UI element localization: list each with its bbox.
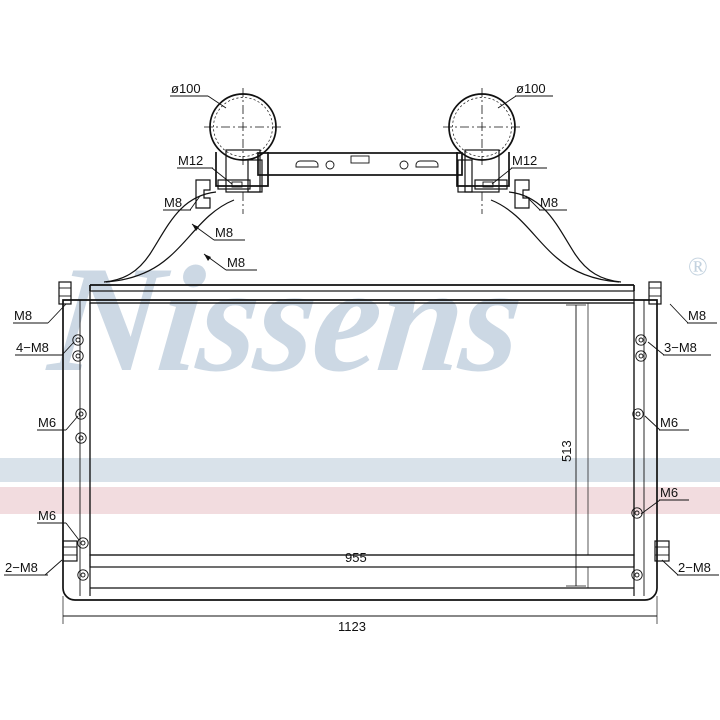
label-left-bracket-inner: M8 (227, 255, 245, 270)
right-port-assembly (443, 88, 662, 305)
label-right-side-m6-upper: M6 (660, 415, 678, 430)
label-right-port-thread: M12 (512, 153, 537, 168)
label-right-side-top: M8 (688, 308, 706, 323)
left-mount-bolts (62, 334, 89, 581)
label-left-side-m6-upper: M6 (38, 415, 56, 430)
dimension-lines (62, 304, 658, 624)
label-left-side-bottom: 2−M8 (5, 560, 38, 575)
label-underlines (4, 95, 719, 576)
label-core-width: 955 (345, 550, 367, 565)
label-left-port-thread: M12 (178, 153, 203, 168)
label-right-side-group-3: 3−M8 (664, 340, 697, 355)
label-overall-width: 1123 (338, 619, 366, 634)
label-center-left-hose: M8 (215, 225, 233, 240)
label-left-side-group-4: 4−M8 (16, 340, 49, 355)
label-port-diameter-right: ø100 (516, 81, 546, 96)
label-left-side-m6-lower: M6 (38, 508, 56, 523)
leader-lines (5, 95, 716, 576)
label-left-side-top: M8 (14, 308, 32, 323)
center-manifold-bar (247, 152, 473, 193)
right-mount-bolts (631, 334, 670, 581)
label-core-height: 513 (559, 440, 574, 462)
label-right-bracket-upper: M8 (540, 195, 558, 210)
label-right-side-bottom: 2−M8 (678, 560, 711, 575)
left-port-assembly (58, 88, 282, 305)
label-port-diameter-left: ø100 (171, 81, 201, 96)
label-right-side-m6-lower: M6 (660, 485, 678, 500)
text-labels: ø100 ø100 M12 M12 M8 M8 M8 M8 M8 4−M8 M6… (5, 81, 711, 634)
label-left-bracket-upper: M8 (164, 195, 182, 210)
